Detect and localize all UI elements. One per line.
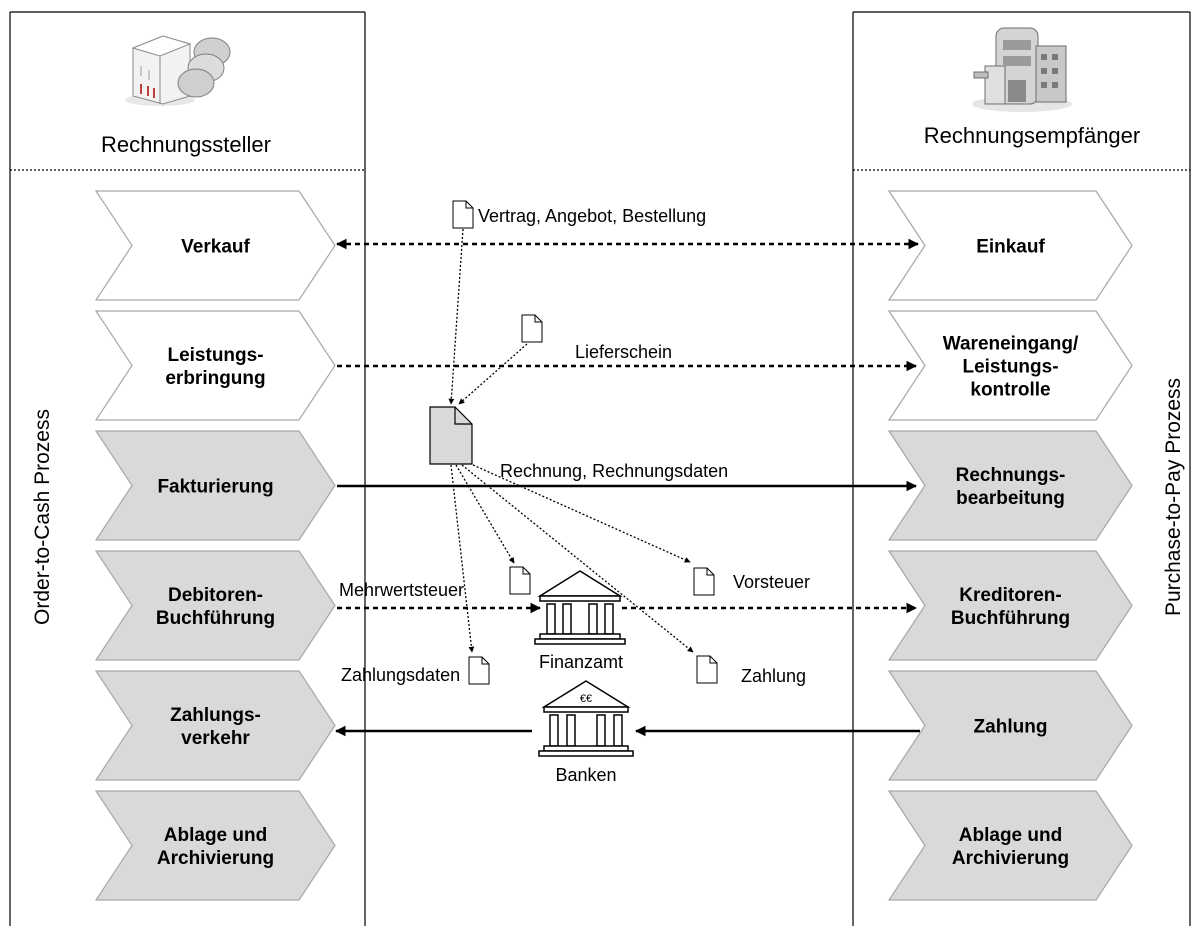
order-to-cash-steps: VerkaufLeistungs-erbringungFakturierungD…	[94, 190, 336, 901]
purchase-to-pay-step-4-label: Buchführung	[951, 608, 1070, 629]
order-to-cash-step-5-shape	[94, 670, 336, 781]
purchase-to-pay-label: Purchase-to-Pay Prozess	[1162, 378, 1185, 616]
order-to-cash-step-3-shape	[94, 430, 336, 541]
purchase-to-pay-step-2-label: Leistungs-	[962, 357, 1058, 378]
order-to-cash-step-5-label: verkehr	[181, 728, 250, 749]
purchase-to-pay-step-2-label: Wareneingang/	[943, 334, 1079, 355]
issuer-building-icon	[125, 35, 231, 106]
banks-label: Banken	[555, 765, 616, 785]
input-tax-document-icon	[693, 567, 715, 596]
order-to-cash-step-2-shape	[94, 310, 336, 421]
right-column	[852, 11, 1191, 926]
invoice-to-vat-link	[455, 464, 515, 564]
purchase-to-pay-step-1-label: Einkauf	[976, 237, 1045, 258]
payment-document-icon	[696, 655, 718, 684]
purchase-to-pay-steps: EinkaufWareneingang/Leistungs-kontrolleR…	[887, 190, 1133, 901]
order-to-cash-step-6-label: Archivierung	[157, 848, 274, 869]
order-to-cash-step-3-label: Fakturierung	[157, 477, 273, 498]
order-to-cash-label: Order-to-Cash Prozess	[31, 409, 54, 625]
payment-data-flow-label: Zahlungsdaten	[341, 665, 460, 685]
order-to-cash-step-2-label: Leistungs-	[167, 345, 263, 366]
order-to-cash-step-1-shape	[94, 190, 336, 301]
purchase-to-pay-step-6-shape	[887, 790, 1133, 901]
payment-flow-label: Zahlung	[741, 666, 806, 686]
delivery-flow-label: Lieferschein	[575, 342, 672, 362]
purchase-to-pay-step-3-label: Rechnungs-	[956, 465, 1066, 486]
purchase-to-pay-step-5-shape	[887, 670, 1133, 781]
order-to-cash-step-4-label: Buchführung	[156, 608, 275, 629]
payment-data-document-icon	[468, 656, 490, 685]
invoice-flow-label: Rechnung, Rechnungsdaten	[500, 461, 728, 481]
issuer-title: Rechnungssteller	[101, 132, 271, 157]
purchase-to-pay-step-2-shape	[887, 310, 1133, 421]
input-tax-flow-label: Vorsteuer	[733, 572, 810, 592]
recipient-title: Rechnungsempfänger	[924, 123, 1140, 148]
invoice-to-payment-link	[461, 464, 694, 653]
purchase-to-pay-step-3-label: bearbeitung	[956, 488, 1065, 509]
purchase-to-pay-step-6-label: Archivierung	[952, 848, 1069, 869]
purchase-to-pay-step-1-shape	[887, 190, 1133, 301]
tax-office-icon	[534, 570, 626, 645]
purchase-to-pay-step-3-shape	[887, 430, 1133, 541]
purchase-to-pay-step-2-label: kontrolle	[970, 380, 1050, 401]
delivery-document-icon	[521, 314, 543, 343]
purchase-to-pay-step-6-label: Ablage und	[959, 825, 1062, 846]
vat-flow-label: Mehrwertsteuer	[339, 580, 464, 600]
invoice-document-icon	[429, 406, 473, 465]
order-to-cash-step-1-label: Verkauf	[181, 237, 250, 258]
invoice-to-payment-data-link	[450, 464, 475, 653]
contract-to-invoice-link	[448, 228, 464, 405]
order-to-cash-step-4-label: Debitoren-	[168, 585, 263, 606]
order-to-cash-step-2-label: erbringung	[165, 368, 265, 389]
order-to-cash-step-5-label: Zahlungs-	[170, 705, 261, 726]
recipient-building-icon	[972, 27, 1072, 112]
order-to-cash-step-4-shape	[94, 550, 336, 661]
bank-euro-symbol: €€	[580, 693, 592, 705]
purchase-to-pay-step-4-shape	[887, 550, 1133, 661]
left-column	[9, 11, 366, 926]
tax-office-label: Finanzamt	[539, 652, 623, 672]
purchase-to-pay-step-4-label: Kreditoren-	[959, 585, 1061, 606]
order-to-cash-step-6-label: Ablage und	[164, 825, 267, 846]
contract-flow-label: Vertrag, Angebot, Bestellung	[478, 206, 706, 226]
contract-document-icon	[452, 200, 474, 229]
order-to-cash-step-6-shape	[94, 790, 336, 901]
purchase-to-pay-step-5-label: Zahlung	[974, 717, 1048, 738]
bank-icon: €€	[538, 680, 634, 757]
delivery-to-invoice-link	[458, 343, 528, 405]
vat-document-icon	[509, 566, 531, 595]
